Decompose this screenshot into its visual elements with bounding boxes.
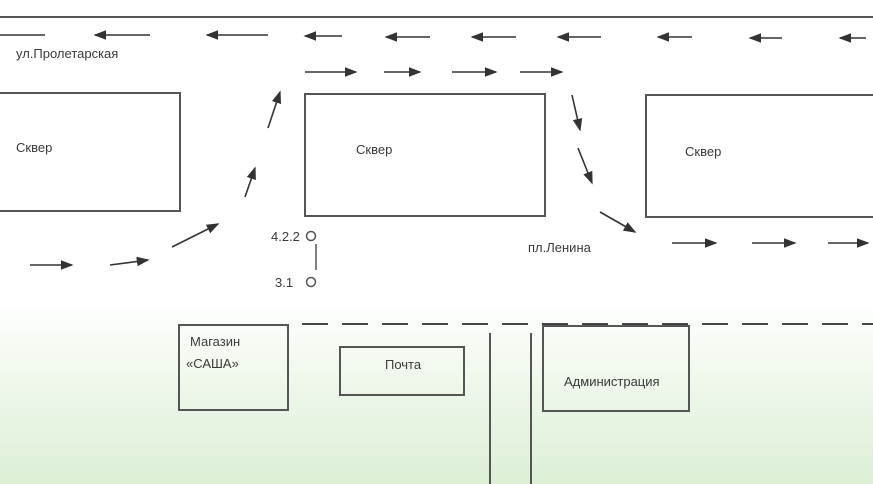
square-label: Сквер	[16, 140, 53, 155]
administration-label: Администрация	[564, 374, 660, 389]
square-label: Сквер	[356, 142, 393, 157]
shop-label-line1: Магазин	[190, 334, 241, 349]
traffic-arrows	[0, 30, 870, 270]
square-2: Сквер	[304, 93, 546, 217]
street-label: ул.Пролетарская	[16, 46, 119, 61]
post-building: Почта	[339, 346, 465, 396]
administration-building: Администрация	[542, 325, 690, 412]
square-label: Сквер	[685, 144, 722, 159]
sign-label-lower: 3.1	[275, 275, 294, 290]
square-name-label: пл.Ленина	[528, 240, 591, 255]
side-road	[489, 333, 532, 484]
shop-label-line2: «САША»	[186, 356, 239, 371]
sign-label-upper: 4.2.2	[271, 229, 300, 244]
post-label: Почта	[385, 357, 422, 372]
shop-building: Магазин «САША»	[178, 324, 289, 411]
sign-4-2-2-icon	[305, 230, 317, 242]
square-3: Сквер	[645, 94, 873, 218]
road-signs	[305, 230, 317, 288]
square-1: Сквер	[0, 92, 181, 212]
sign-3-1-icon	[305, 276, 317, 288]
